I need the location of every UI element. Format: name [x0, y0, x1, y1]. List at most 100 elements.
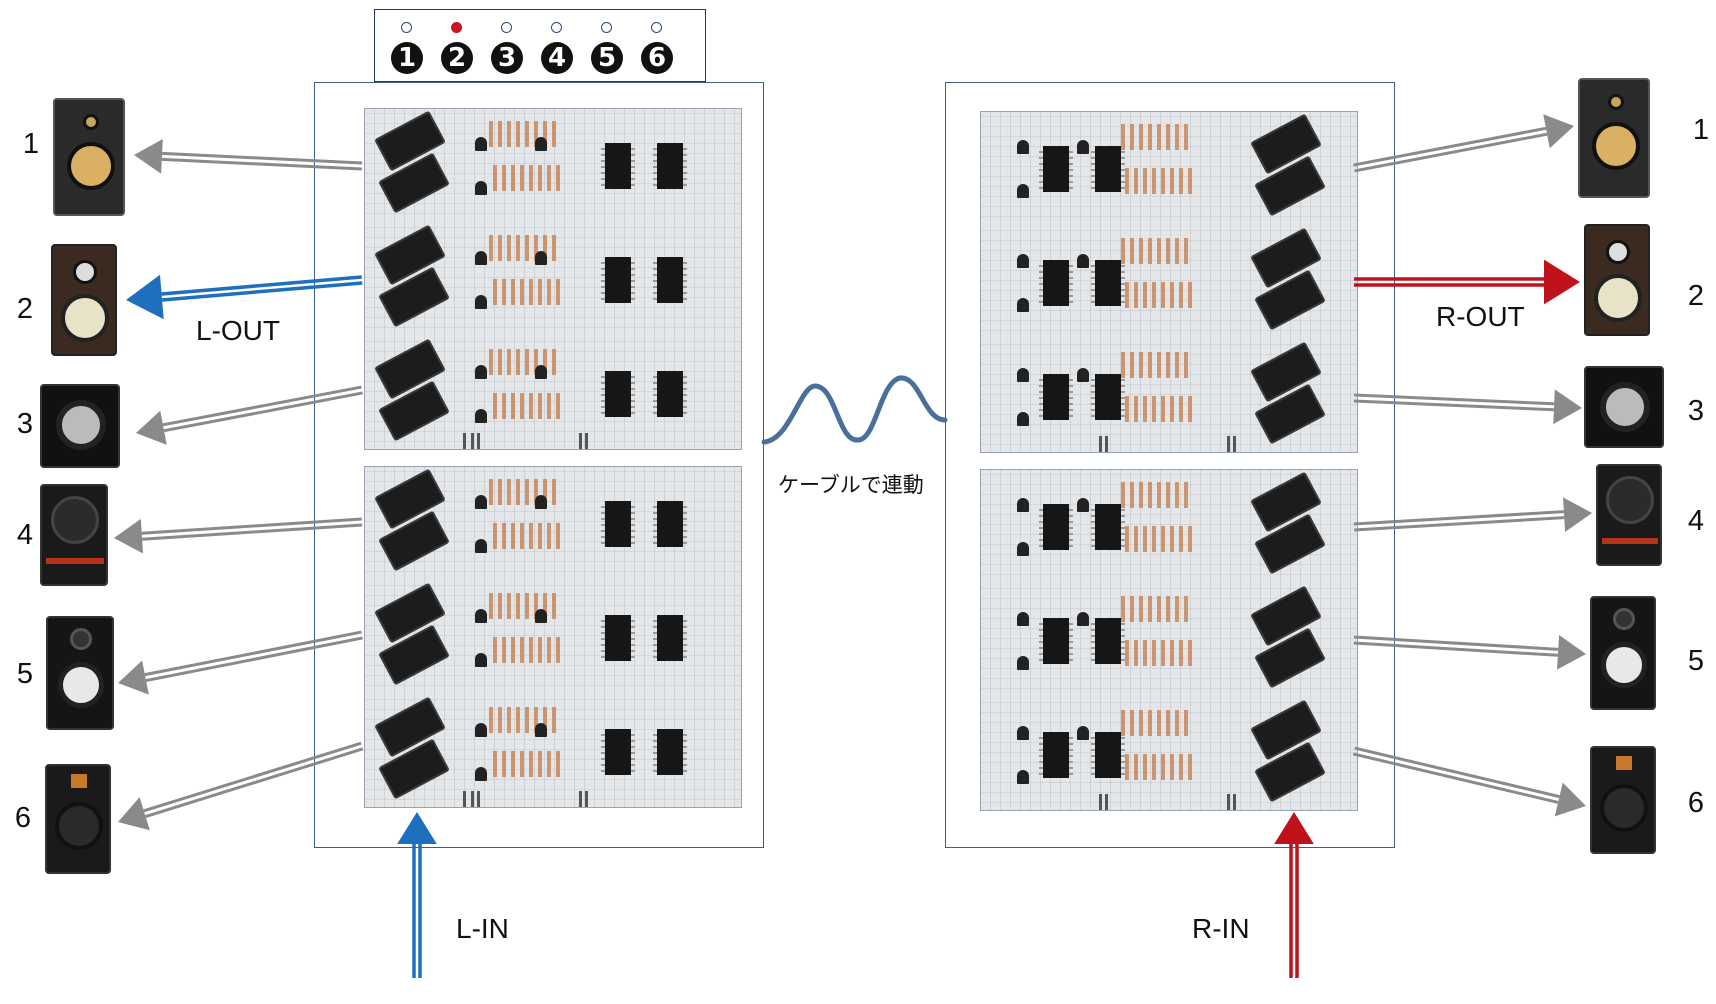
relay-module — [981, 698, 1357, 810]
resistor-array — [489, 235, 559, 261]
ic-chip — [1039, 504, 1073, 550]
connector-pin — [463, 433, 466, 449]
resistor-array — [1121, 482, 1191, 508]
left-speaker-2[interactable] — [51, 244, 117, 356]
selector-item-5[interactable]: 5 — [587, 10, 627, 83]
left-speaker-1[interactable] — [53, 98, 125, 216]
resistor-array — [1121, 238, 1191, 264]
resistor-array — [1125, 754, 1195, 780]
transistor — [475, 609, 487, 623]
selector-item-4[interactable]: 4 — [537, 10, 577, 83]
relay-module — [365, 581, 741, 696]
ic-chip — [653, 501, 687, 547]
selector-number-5: 5 — [591, 42, 623, 74]
left-speaker-4[interactable] — [40, 484, 108, 586]
ic-chip — [601, 615, 635, 661]
transistor — [1017, 140, 1029, 154]
transistor — [1017, 612, 1029, 626]
left-output-arrow-3 — [136, 385, 363, 445]
left-lower-board — [364, 466, 742, 808]
left-speaker-6[interactable] — [45, 764, 111, 874]
right-speaker-number-6: 6 — [1687, 787, 1705, 819]
link-cable — [761, 375, 948, 445]
relay-module — [981, 470, 1357, 585]
right-output-arrow-2 — [1354, 259, 1580, 305]
transistor — [475, 653, 487, 667]
selector-led-2 — [451, 22, 462, 33]
ic-chip — [653, 143, 687, 189]
resistor-array — [1121, 596, 1191, 622]
left-speaker-5[interactable] — [46, 616, 114, 730]
selector-led-1 — [401, 22, 412, 33]
resistor-array — [493, 279, 563, 305]
resistor-array — [1125, 168, 1195, 194]
left-speaker-number-4: 4 — [16, 519, 34, 551]
selector-item-2[interactable]: 2 — [437, 10, 477, 83]
connector-pin — [471, 433, 474, 449]
resistor-array — [493, 393, 563, 419]
ic-chip — [1039, 732, 1073, 778]
transistor — [535, 251, 547, 265]
selector-indicator-panel: 1 2 3 4 5 6 — [374, 9, 706, 82]
resistor-array — [1125, 640, 1195, 666]
connector-pin — [585, 791, 588, 807]
connector-pin — [1227, 794, 1230, 810]
selector-item-6[interactable]: 6 — [637, 10, 677, 83]
resistor-array — [493, 523, 563, 549]
transistor — [1077, 726, 1089, 740]
selector-number-1: 1 — [391, 42, 423, 74]
ic-chip — [1091, 504, 1125, 550]
r-out-label: R-OUT — [1436, 301, 1525, 332]
ic-chip — [601, 257, 635, 303]
right-output-arrow-4 — [1353, 497, 1592, 532]
left-upper-board — [364, 108, 742, 450]
resistor-array — [489, 479, 559, 505]
left-output-arrow-4 — [114, 517, 363, 554]
right-speaker-5[interactable] — [1590, 596, 1656, 710]
resistor-array — [1125, 282, 1195, 308]
relay-module — [365, 223, 741, 338]
transistor — [1017, 656, 1029, 670]
right-speaker-4[interactable] — [1596, 464, 1662, 566]
selector-number-6: 6 — [641, 42, 673, 74]
right-speaker-6[interactable] — [1590, 746, 1656, 854]
connector-pin — [471, 791, 474, 807]
connector-pin — [1227, 436, 1230, 452]
selector-item-1[interactable]: 1 — [387, 10, 427, 83]
selector-item-3[interactable]: 3 — [487, 10, 527, 83]
connector-pin — [477, 791, 480, 807]
right-speaker-number-5: 5 — [1687, 645, 1705, 677]
transistor — [535, 495, 547, 509]
transistor — [1017, 298, 1029, 312]
right-speaker-number-3: 3 — [1687, 395, 1705, 427]
left-speaker-number-2: 2 — [16, 293, 34, 325]
selector-led-4 — [551, 22, 562, 33]
right-speaker-1[interactable] — [1578, 78, 1650, 198]
relay-module — [365, 337, 741, 449]
right-output-arrow-1 — [1353, 114, 1574, 173]
left-output-arrow-1 — [134, 139, 363, 174]
right-output-arrow-6 — [1352, 746, 1586, 817]
ic-chip — [1091, 374, 1125, 420]
right-speaker-3[interactable] — [1584, 366, 1664, 448]
right-speaker-2[interactable] — [1584, 224, 1650, 336]
ic-chip — [1091, 146, 1125, 192]
resistor-array — [489, 349, 559, 375]
transistor — [535, 609, 547, 623]
connector-pin — [585, 433, 588, 449]
ic-chip — [601, 729, 635, 775]
transistor — [1017, 542, 1029, 556]
left-speaker-3[interactable] — [40, 384, 120, 468]
connector-pin — [477, 433, 480, 449]
ic-chip — [1091, 618, 1125, 664]
left-speaker-number-3: 3 — [16, 408, 34, 440]
transistor — [1017, 254, 1029, 268]
resistor-array — [493, 751, 563, 777]
connector-pin — [1105, 436, 1108, 452]
transistor — [1017, 184, 1029, 198]
ic-chip — [1039, 618, 1073, 664]
ic-chip — [653, 729, 687, 775]
connector-pin — [1105, 794, 1108, 810]
